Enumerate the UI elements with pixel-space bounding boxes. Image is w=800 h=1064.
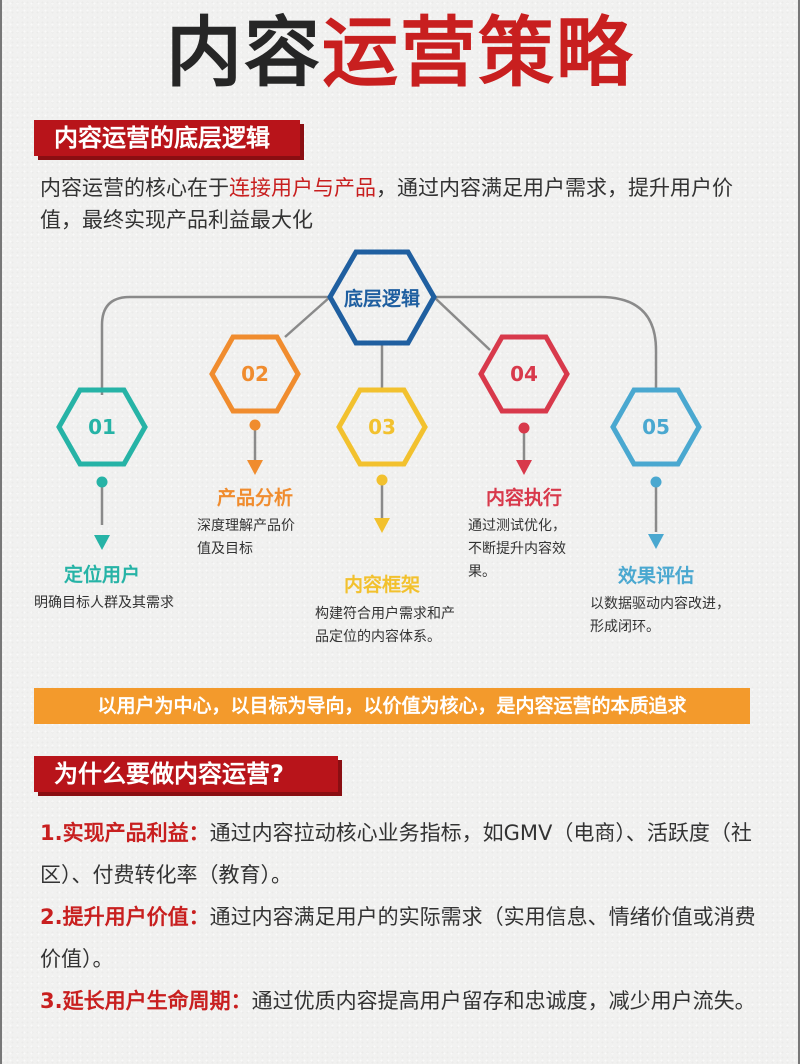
step-title-03: 内容框架 <box>343 574 420 596</box>
step-number-03: 03 <box>368 415 396 439</box>
dot-05 <box>650 476 662 488</box>
arrow-down-icon <box>247 460 263 475</box>
center-hexagon <box>327 249 437 346</box>
dot-04 <box>518 422 530 434</box>
section-tag-logic: 内容运营的底层逻辑 <box>34 120 300 156</box>
step-desc-04: 通过测试优化，不断提升内容效果。 <box>468 518 566 580</box>
connector-04 <box>433 296 491 351</box>
reasons-list: 1.实现产品利益：通过内容拉动核心业务指标，如GMV（电商）、活跃度（社区）、付… <box>40 812 760 1022</box>
reason-item: 2.提升用户价值：通过内容满足用户的实际需求（实用信息、情绪价值或消费价值）。 <box>40 896 760 980</box>
center-hex-label: 底层逻辑 <box>343 288 420 310</box>
arrow-down-icon <box>94 535 110 550</box>
title-red-part: 运营策略 <box>322 8 634 97</box>
page-title: 内容运营策略 <box>0 8 800 98</box>
hexagon-02 <box>209 334 301 414</box>
dot-02 <box>249 419 261 431</box>
title-dark-part: 内容 <box>166 8 322 97</box>
step-number-05: 05 <box>642 415 670 439</box>
step-desc-02: 深度理解产品价值及目标 <box>197 518 295 557</box>
step-number-02: 02 <box>241 362 269 386</box>
arrow-down-icon <box>648 534 664 549</box>
step-title-02: 产品分析 <box>216 487 293 509</box>
left-border <box>0 0 2 1064</box>
connector-01 <box>100 295 330 395</box>
section-tag-why: 为什么要做内容运营? <box>34 756 338 792</box>
step-desc-03: 构建符合用户需求和产品定位的内容体系。 <box>315 606 455 645</box>
reason-body: 通过内容拉动核心业务指标，如GMV（电商）、活跃度（社区）、付费转化率（教育）。 <box>40 821 752 887</box>
dot-01 <box>96 476 108 488</box>
step-title-01: 定位用户 <box>63 564 140 586</box>
intro-prefix: 内容运营的核心在于 <box>40 176 229 200</box>
intro-text: 内容运营的核心在于连接用户与产品，通过内容满足用户需求，提升用户价值，最终实现产… <box>40 172 770 236</box>
step-title-05: 效果评估 <box>617 565 694 587</box>
intro-suffix: ，通过内容满足用户需求，提升用户价值，最终实现产品利益最大化 <box>40 176 733 232</box>
step-desc-05: 以数据驱动内容改进，形成闭环。 <box>590 596 730 635</box>
connector-02 <box>284 296 331 338</box>
intro-highlight: 连接用户与产品 <box>229 176 376 200</box>
right-border <box>798 0 800 1064</box>
reason-item: 3.延长用户生命周期：通过优质内容提高用户留存和忠诚度，减少用户流失。 <box>40 980 760 1022</box>
logic-diagram <box>56 249 702 550</box>
reason-body: 通过优质内容提高用户留存和忠诚度，减少用户流失。 <box>251 989 756 1013</box>
hexagon-04 <box>478 334 570 414</box>
arrow-down-icon <box>516 460 532 475</box>
hexagon-05 <box>610 387 702 467</box>
arrow-down-icon <box>374 518 390 533</box>
reason-title: 1.实现产品利益： <box>40 821 210 845</box>
step-number-01: 01 <box>88 415 116 439</box>
step-title-04: 内容执行 <box>485 487 562 509</box>
connector-lines <box>100 295 658 532</box>
reason-title: 3.延长用户生命周期： <box>40 989 252 1013</box>
step-desc-01: 明确目标人群及其需求 <box>34 595 174 611</box>
core-principle-banner: 以用户为中心，以目标为导向，以价值为核心，是内容运营的本质追求 <box>34 688 750 724</box>
reason-body: 通过内容满足用户的实际需求（实用信息、情绪价值或消费价值）。 <box>40 905 756 971</box>
dot-03 <box>376 474 388 486</box>
hexagon-01 <box>56 387 148 467</box>
hexagon-03 <box>336 387 428 467</box>
step-number-04: 04 <box>510 362 538 386</box>
reason-item: 1.实现产品利益：通过内容拉动核心业务指标，如GMV（电商）、活跃度（社区）、付… <box>40 812 760 896</box>
reason-title: 2.提升用户价值： <box>40 905 210 929</box>
connector-05 <box>434 295 658 390</box>
